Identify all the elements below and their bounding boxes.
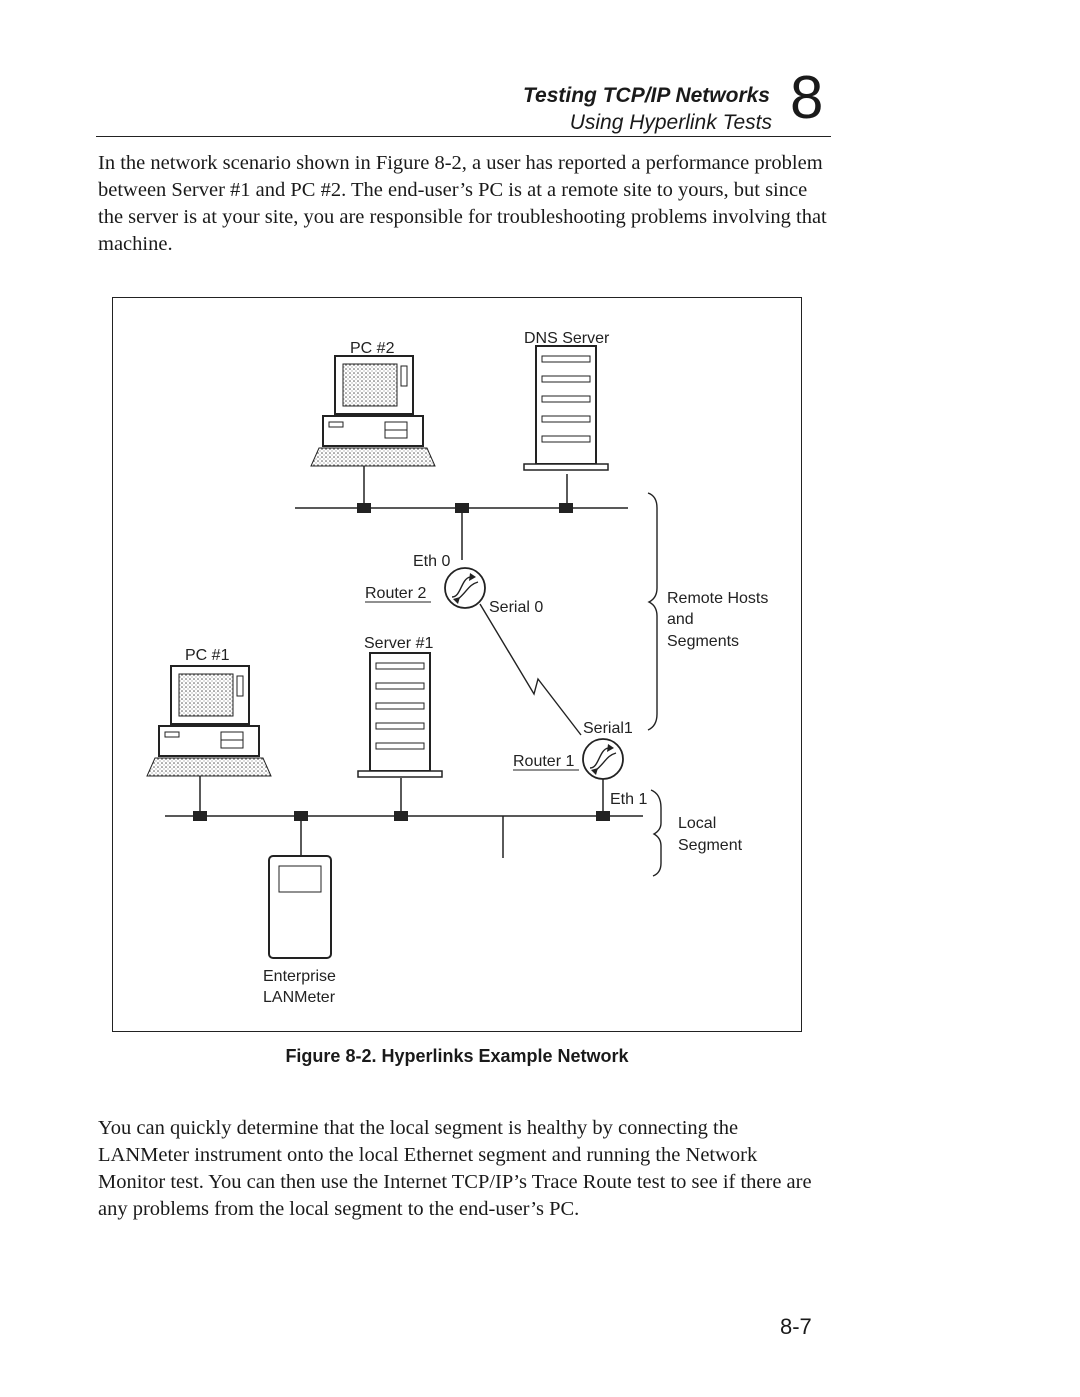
eth1-label: Eth 1	[610, 791, 647, 808]
local-label: Local	[678, 815, 716, 832]
server1-label: Server #1	[364, 635, 433, 652]
pc1-icon	[146, 665, 272, 777]
router1-icon	[582, 738, 624, 780]
figure-caption: Figure 8-2. Hyperlinks Example Network	[285, 1046, 629, 1066]
local-segment	[165, 776, 643, 858]
page-number: 8-7	[780, 1314, 812, 1339]
router2-icon	[444, 567, 486, 609]
network-figure: PC #2 DNS Server Eth 0 Router 2 Serial 0…	[112, 297, 802, 1032]
dns-server-label: DNS Server	[524, 330, 610, 347]
pc2-icon	[310, 355, 436, 467]
intro-paragraph: In the network scenario shown in Figure …	[98, 152, 827, 255]
remote-segment	[295, 466, 628, 560]
running-header-subtitle: Using Hyperlink Tests	[569, 111, 772, 134]
segments-label: Segments	[667, 633, 739, 650]
lanmeter-icon	[268, 855, 332, 959]
and-label: and	[667, 611, 694, 628]
router2-label: Router 2	[365, 585, 426, 602]
eth0-label: Eth 0	[413, 553, 450, 570]
pc1-label: PC #1	[185, 647, 230, 664]
serial1-label: Serial1	[583, 720, 633, 737]
segment-label: Segment	[678, 837, 743, 854]
dns-server-icon	[523, 345, 609, 471]
serial0-label: Serial 0	[489, 599, 543, 616]
network-diagram: PC #2 DNS Server Eth 0 Router 2 Serial 0…	[146, 330, 768, 1006]
header-rule	[96, 136, 831, 137]
remote-hosts-label: Remote Hosts	[667, 590, 768, 607]
wan-link	[479, 603, 582, 736]
server1-icon	[357, 652, 443, 778]
router1-label: Router 1	[513, 753, 574, 770]
conclusion-paragraph: You can quickly determine that the local…	[98, 1117, 812, 1220]
lanmeter-label: LANMeter	[263, 989, 336, 1006]
chapter-number: 8	[790, 64, 824, 131]
pc2-label: PC #2	[350, 340, 395, 357]
enterprise-label: Enterprise	[263, 968, 336, 985]
running-header-title: Testing TCP/IP Networks	[523, 84, 770, 107]
